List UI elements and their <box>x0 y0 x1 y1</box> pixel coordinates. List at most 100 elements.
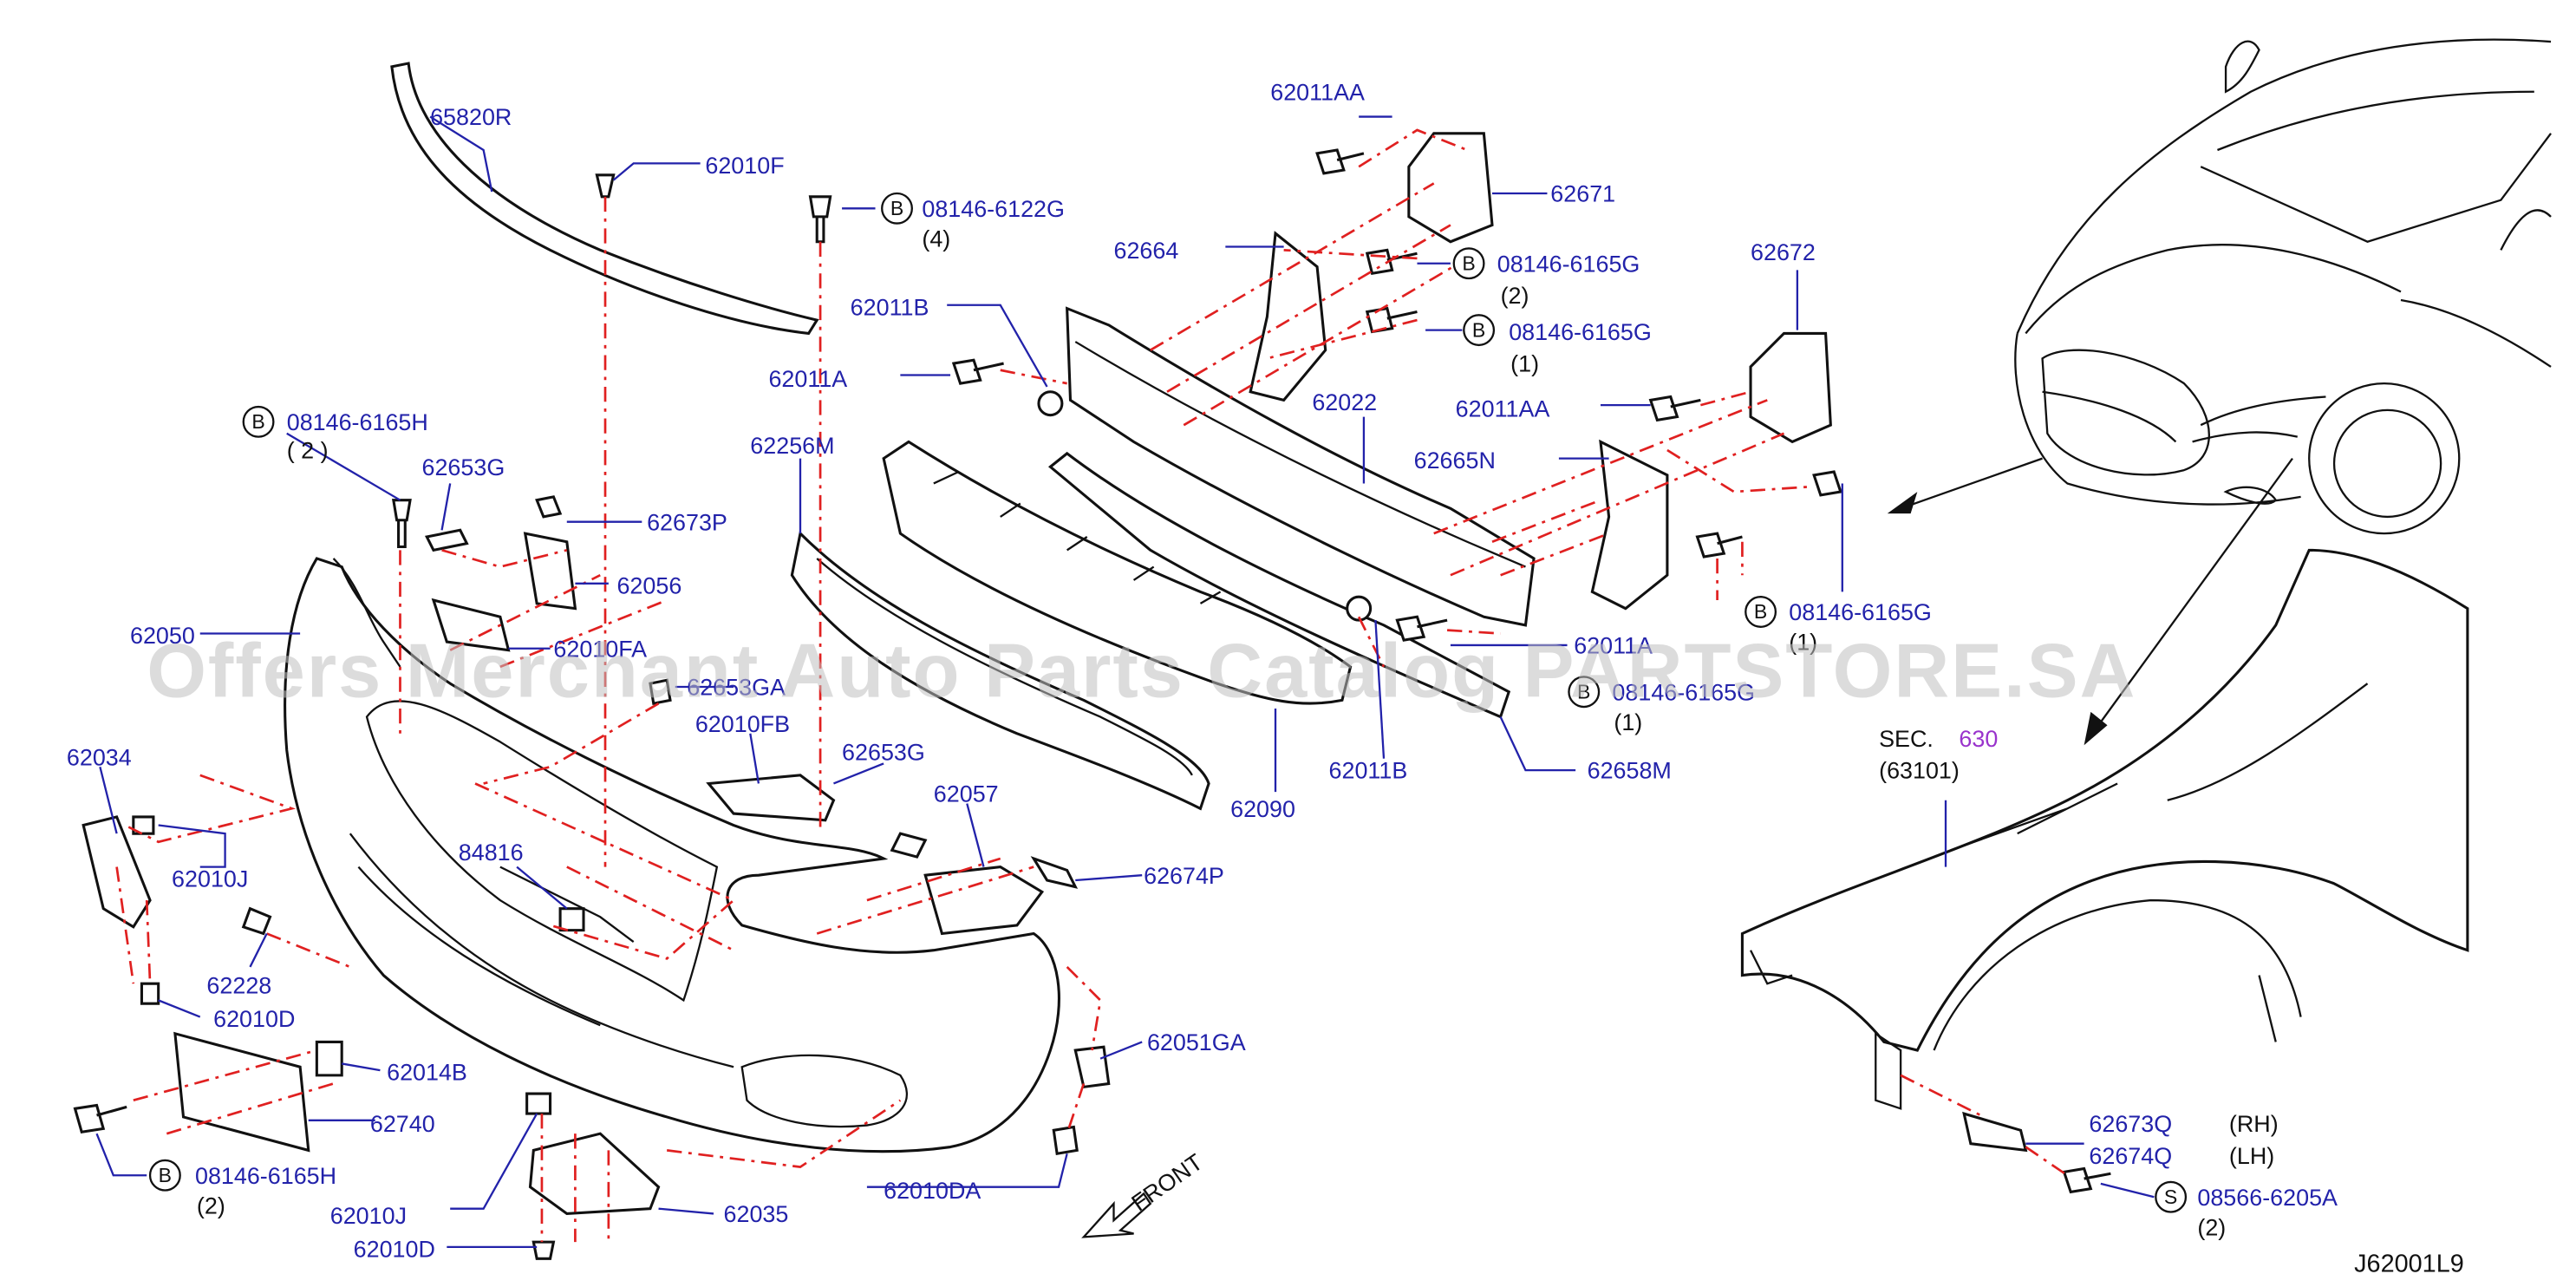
part-label-62672[interactable]: 62672 <box>1751 239 1816 265</box>
part-label-08146-6165g[interactable]: 08146-6165G <box>1789 599 1932 625</box>
part-labels: 65820R 62010F 08146-6122G (4) 62011AA 62… <box>67 79 2338 1262</box>
bracket-62672 <box>1749 331 1832 444</box>
part-label-08146-6165h[interactable]: 08146-6165H <box>287 409 428 435</box>
part-label-08566-6205a[interactable]: 08566-6205A <box>2197 1185 2338 1211</box>
part-label-62010d[interactable]: 62010D <box>213 1006 295 1032</box>
part-label-65820r[interactable]: 65820R <box>430 104 512 130</box>
section-prefix: SEC. <box>1879 726 1934 752</box>
bumper-reinforcement <box>1066 306 1536 627</box>
part-label-62051ga[interactable]: 62051GA <box>1147 1029 1246 1055</box>
part-label-62011b[interactable]: 62011B <box>851 294 929 320</box>
part-label-62011b[interactable]: 62011B <box>1329 758 1408 784</box>
part-label-08146-6122g[interactable]: 08146-6122G <box>922 196 1065 222</box>
part-label-62034[interactable]: 62034 <box>67 744 132 770</box>
car-outline <box>2014 38 2552 535</box>
energy-absorber <box>882 440 1353 705</box>
part-label-62011a[interactable]: 62011A <box>768 366 847 392</box>
bolt-b-symbol-icon <box>1745 596 1777 628</box>
screw-s-symbol-icon <box>2155 1180 2188 1213</box>
bracket-62665n <box>1590 439 1669 611</box>
front-arrow-icon <box>1081 1192 1152 1238</box>
symbol-b: B <box>890 197 903 219</box>
part-label-62090[interactable]: 62090 <box>1230 796 1295 822</box>
bumper-fascia <box>284 557 1060 1153</box>
bolt-b-symbol-icon <box>242 405 275 438</box>
part-label-62010d[interactable]: 62010D <box>354 1236 435 1262</box>
part-label-62011aa[interactable]: 62011AA <box>1456 396 1550 422</box>
bolt-b-symbol-icon <box>148 1159 181 1192</box>
arrow-to-fender <box>2091 457 2293 735</box>
label-leaders <box>95 115 2155 1249</box>
part-label-62010fb[interactable]: 62010FB <box>695 711 790 737</box>
fender <box>1740 548 2469 1110</box>
part-label-62664[interactable]: 62664 <box>1113 238 1178 264</box>
part-label-62740[interactable]: 62740 <box>370 1111 435 1137</box>
assembly-leaders <box>115 128 2069 1243</box>
bolt-b-symbol-icon <box>1568 676 1601 709</box>
symbol-b: B <box>159 1164 172 1186</box>
qty-label: (2) <box>197 1192 225 1218</box>
part-label-62010fa[interactable]: 62010FA <box>553 636 647 662</box>
part-label-62011aa[interactable]: 62011AA <box>1270 79 1365 105</box>
part-label-62228[interactable]: 62228 <box>206 973 271 999</box>
symbol-b: B <box>1754 600 1767 623</box>
part-label-08146-6165h[interactable]: 08146-6165H <box>195 1163 336 1189</box>
bolt-b-symbol-icon <box>1463 314 1496 347</box>
part-label-62653g[interactable]: 62653G <box>842 740 925 766</box>
part-label-62022[interactable]: 62022 <box>1312 389 1377 415</box>
symbol-letters: B B B B B B B S <box>159 197 2178 1208</box>
arrow-head-1 <box>1887 492 1918 514</box>
bracket-62671 <box>1407 132 1494 244</box>
symbol-b: B <box>1577 680 1590 702</box>
watermark: Offers Merchant Auto Parts Catalog PARTS… <box>147 628 2136 714</box>
part-label-62673q[interactable]: 62673Q <box>2089 1111 2172 1137</box>
arrow-to-front <box>1900 457 2043 510</box>
symbol-b: B <box>1472 318 1485 341</box>
part-label-08146-6165g[interactable]: 08146-6165G <box>1509 319 1652 345</box>
qty-label: (2) <box>1501 283 1529 309</box>
side-label-rh: (RH) <box>2229 1111 2279 1137</box>
bracket-62664 <box>1249 231 1327 402</box>
part-label-84816[interactable]: 84816 <box>459 839 524 866</box>
part-label-62653ga[interactable]: 62653GA <box>687 675 786 701</box>
part-label-62010j[interactable]: 62010J <box>330 1203 407 1229</box>
bolt-b-symbol-icon <box>1452 247 1485 280</box>
front-label: FRONT <box>1127 1149 1208 1217</box>
part-label-62653g[interactable]: 62653G <box>421 454 505 480</box>
grille-inner <box>816 558 1193 776</box>
symbol-b: B <box>1462 252 1475 274</box>
part-label-62665n[interactable]: 62665N <box>1414 448 1496 474</box>
bolt-b-symbol-icon <box>881 192 913 225</box>
lower-beam <box>1047 451 1511 719</box>
part-label-62011a[interactable]: 62011A <box>1574 633 1653 659</box>
part-label-62674p[interactable]: 62674P <box>1144 863 1224 889</box>
reinforcement-edge <box>1074 341 1526 568</box>
part-label-62035[interactable]: 62035 <box>724 1201 789 1227</box>
part-label-62056[interactable]: 62056 <box>616 572 681 598</box>
diagram-id: J62001L9 <box>2354 1251 2464 1278</box>
qty-label: (2) <box>2197 1214 2226 1240</box>
part-label-08146-6165g[interactable]: 08146-6165G <box>1612 679 1755 705</box>
part-label-08146-6165g[interactable]: 08146-6165G <box>1497 251 1640 277</box>
qty-label: ( 2 ) <box>287 438 329 464</box>
part-label-62010j[interactable]: 62010J <box>172 866 248 892</box>
symbol-rings <box>148 192 2188 1213</box>
absorber-ribs <box>933 470 1222 604</box>
part-label-62674q[interactable]: 62674Q <box>2089 1143 2172 1169</box>
part-label-62658m[interactable]: 62658M <box>1588 758 1672 784</box>
part-label-62057[interactable]: 62057 <box>934 781 999 807</box>
part-label-62010f[interactable]: 62010F <box>705 153 784 179</box>
part-label-62010da[interactable]: 62010DA <box>884 1178 981 1204</box>
part-label-62256m[interactable]: 62256M <box>750 433 834 459</box>
part-label-62671[interactable]: 62671 <box>1550 181 1615 207</box>
part-label-62050[interactable]: 62050 <box>130 623 195 649</box>
hood-seal-strip <box>390 62 819 336</box>
qty-label: (1) <box>1614 709 1642 735</box>
qty-label: (4) <box>922 226 950 252</box>
arrow-head-2 <box>2084 711 2108 746</box>
part-label-62014b[interactable]: 62014B <box>387 1060 467 1086</box>
part-label-62673p[interactable]: 62673P <box>647 509 727 535</box>
section-number-link[interactable]: 630 <box>1959 726 1998 752</box>
